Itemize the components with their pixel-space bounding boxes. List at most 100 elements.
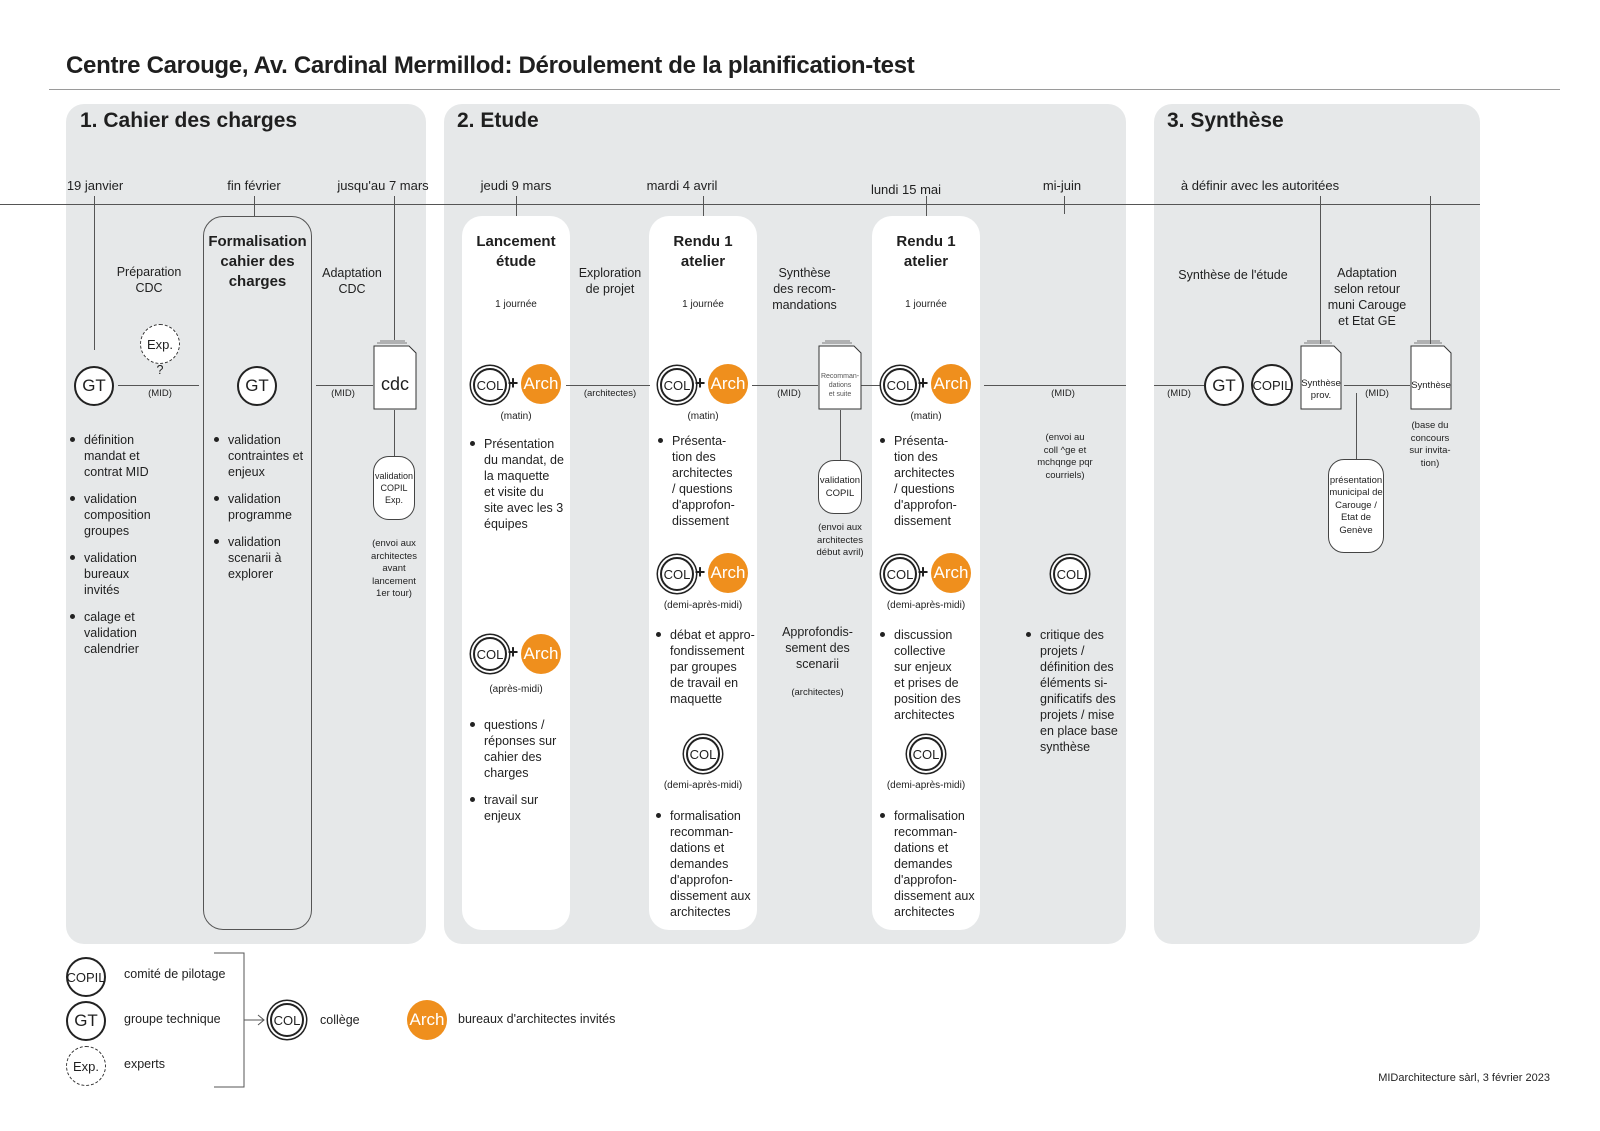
bullets-left: définition mandat et contrat MID validat… (70, 432, 196, 668)
gt-node: GT (237, 366, 277, 406)
synthese-prov-document (1300, 340, 1342, 410)
cdc-doc-label: cdc (380, 374, 409, 394)
col-label: COL (663, 377, 691, 393)
legend-copil-icon: COPIL (66, 957, 106, 997)
synthese-doc-label: Synthèse (1411, 380, 1451, 391)
date-19-janvier: 19 janvier (66, 178, 124, 193)
gt-label: GT (1212, 376, 1236, 395)
presentation-pill: présentation municipal de Carouge / Etat… (1328, 459, 1384, 553)
bullet-item: Présentation du mandat, de la maquette e… (470, 436, 570, 532)
demi-apres-midi-label: (demi-après-midi) (886, 780, 966, 791)
phase-title-etude: 2. Etude (457, 109, 539, 132)
formalisation-column (203, 216, 312, 930)
col-node: COL (883, 557, 917, 591)
date-9-mars: jeudi 9 mars (480, 178, 552, 193)
col-node: COL (1053, 557, 1087, 591)
tick (516, 196, 517, 216)
flow-line-5 (860, 385, 880, 386)
bullet-item: validation programme (214, 491, 310, 523)
question-mark: ? (156, 363, 164, 377)
bullet-item: formalisation recomman- dations et deman… (656, 808, 757, 920)
architectes-label: (architectes) (583, 388, 637, 399)
bullet-item: validation scenarii à explorer (214, 534, 310, 582)
synthese-recom-label: Synthèse des recom- mandations (772, 266, 837, 312)
legend-bracket (214, 952, 265, 1088)
flow-line-4 (752, 385, 818, 386)
flow-line-1 (118, 385, 199, 386)
prep-cdc-label: Préparation CDC (116, 265, 182, 295)
legend-col-text: collège (320, 1013, 360, 1027)
rendu1-heading: Rendu 1 atelier (673, 233, 733, 270)
cdc-document (373, 340, 417, 410)
page-title: Centre Carouge, Av. Cardinal Mermillod: … (66, 52, 915, 79)
bullet-item: débat et appro- fondissement par groupes… (656, 627, 757, 707)
legend-gt-text: groupe technique (124, 1012, 221, 1026)
tick (1064, 196, 1065, 214)
rendu1b-bullets-3: formalisation recomman- dations et deman… (880, 808, 979, 931)
journee-label: 1 journée (682, 299, 724, 310)
gt-label: GT (74, 1011, 98, 1030)
date-15-mai: lundi 15 mai (870, 182, 942, 197)
plus-sign: + (917, 373, 929, 393)
journee-label: 1 journée (495, 299, 537, 310)
lancement-column (462, 216, 570, 930)
arch-node: Arch (521, 364, 561, 404)
bullet-item: définition mandat et contrat MID (70, 432, 196, 480)
date-4-avril: mardi 4 avril (646, 178, 718, 193)
legend-arch-text: bureaux d'architectes invités (458, 1012, 616, 1026)
flow-line-7 (1154, 385, 1204, 386)
plus-sign: + (694, 562, 706, 582)
base-concours-note: (base du concours sur invita- tion) (1409, 420, 1451, 469)
tick (703, 196, 704, 216)
bullet-item: travail sur enjeux (470, 792, 570, 824)
gt-node: GT (74, 366, 114, 406)
validation-copil-pill: validation COPIL (818, 460, 862, 514)
recommandations-document (818, 340, 862, 410)
bullet-item: formalisation recomman- dations et deman… (880, 808, 979, 920)
arch-label: Arch (933, 563, 969, 582)
envoi-architectes-note: (envoi aux architectes avant lancement 1… (371, 538, 417, 599)
lancement-bullets-1: Présentation du mandat, de la maquette e… (470, 436, 570, 543)
lancement-bullets-2: questions / réponses sur cahier des char… (470, 717, 570, 835)
connector (394, 410, 395, 456)
legend-exp-text: experts (124, 1057, 165, 1071)
tick (1320, 196, 1321, 344)
mid-label: (MID) (777, 388, 801, 399)
tick (1430, 196, 1431, 344)
mid-label: (MID) (148, 388, 172, 399)
rendu1a-bullets-3: formalisation recomman- dations et deman… (656, 808, 757, 931)
adaptation-label: Adaptation selon retour muni Carouge et … (1327, 266, 1407, 328)
mid-label: (MID) (1051, 388, 1075, 399)
copil-label: COPIL (66, 969, 106, 985)
final-bullets: critique des projets / définition des él… (1026, 627, 1126, 766)
architectes-label: (architectes) (791, 687, 844, 698)
col-label: COL (886, 377, 914, 393)
arch-node: Arch (931, 553, 971, 593)
date-a-definir: à définir avec les autoritées (1180, 178, 1340, 193)
connector (1356, 393, 1357, 459)
col-node: COL (909, 737, 943, 771)
tick (94, 196, 95, 350)
gt-label: GT (82, 376, 106, 395)
formalisation-heading: Formalisation cahier des charges (208, 233, 307, 290)
plus-sign: + (917, 562, 929, 582)
rendu1a-bullets-2: débat et appro- fondissement par groupes… (656, 627, 757, 718)
gt-node: GT (1204, 366, 1244, 406)
connector (840, 410, 841, 460)
approfondissement-label: Approfondis- sement des scenarii (782, 625, 853, 671)
flow-line-3 (566, 385, 650, 386)
col-node: COL (473, 637, 507, 671)
arch-node: Arch (708, 364, 748, 404)
arch-label: Arch (933, 374, 969, 393)
plus-sign: + (507, 373, 519, 393)
col-node: COL (660, 557, 694, 591)
synthese-etude-label: Synthèse de l'étude (1178, 268, 1288, 282)
apres-midi-label: (après-midi) (489, 684, 543, 695)
envoi-coll-note: (envoi au coll ^ge et mchqnge pqr courri… (1037, 432, 1093, 481)
matin-label: (matin) (500, 411, 532, 422)
demi-apres-midi-label: (demi-après-midi) (886, 600, 966, 611)
arch-label: Arch (409, 1010, 445, 1029)
arch-node: Arch (931, 364, 971, 404)
rendu1b-heading: Rendu 1 atelier (896, 233, 956, 270)
matin-label: (matin) (687, 411, 719, 422)
